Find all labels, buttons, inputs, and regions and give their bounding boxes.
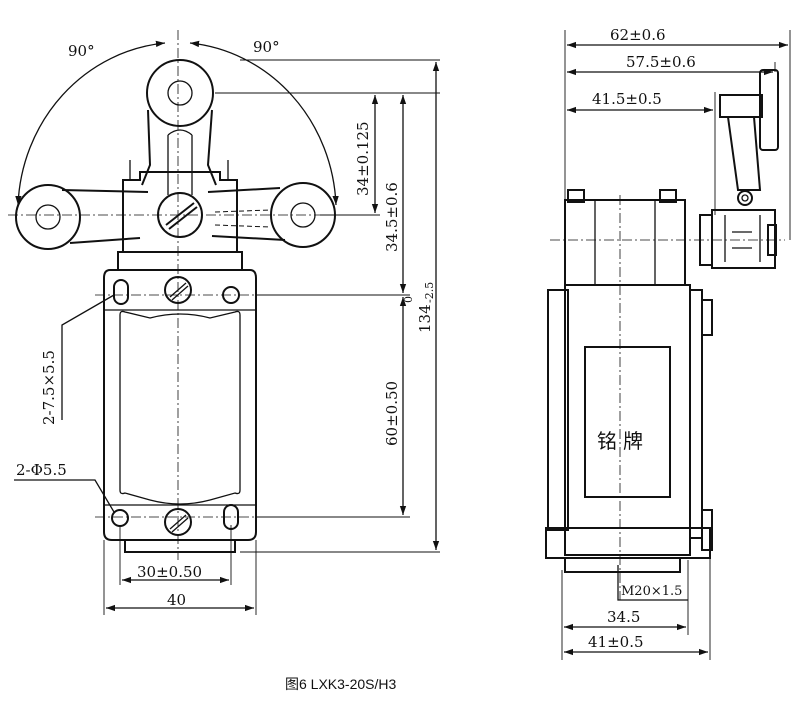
angle-right-label: 90° <box>253 38 280 56</box>
leader-round-holes <box>14 479 115 513</box>
swing-arc-left <box>15 40 166 206</box>
mount-slot-top-left <box>113 279 129 305</box>
dim-total-height-tol-lower: -2.5 <box>423 282 436 303</box>
thread-label: M20×1.5 <box>621 584 682 599</box>
dim-body-width-label: 40 <box>167 591 186 609</box>
dim-total-height-label: 134 <box>416 304 434 333</box>
right-arm <box>207 187 286 241</box>
dim-pivot-to-mount-label: 34.5±0.6 <box>383 182 401 252</box>
side-view: 铭牌 62±0.6 57.5±0.6 41.5±0.5 M20×1.5 34.5… <box>545 26 791 660</box>
side-head-block <box>564 199 686 286</box>
leader-thread <box>617 565 688 601</box>
left-roller <box>15 184 81 250</box>
neck <box>117 251 243 271</box>
side-head-screw-left <box>567 189 585 203</box>
dim-body-depth-label: 34.5 <box>607 608 640 626</box>
left-arm <box>61 189 149 244</box>
nameplate-label: 铭牌 <box>597 429 649 453</box>
switch-body <box>103 269 257 541</box>
dim-depth-with-flange-label: 41±0.5 <box>588 633 644 651</box>
round-holes-label: 2-Φ5.5 <box>16 461 67 479</box>
slot-holes-label: 2-7.5×5.5 <box>40 350 58 425</box>
top-roller <box>146 59 214 127</box>
cover-screw-top <box>164 276 192 304</box>
side-lever-assembly <box>699 69 779 269</box>
cover-screw-bottom <box>164 508 192 536</box>
top-arm-slot <box>167 129 193 195</box>
leader-slot-holes <box>61 294 115 420</box>
dim-to-pivot-label: 41.5±0.5 <box>592 90 662 108</box>
dim-total-height-tol-upper: 0 <box>402 296 415 303</box>
pivot-screw <box>157 192 203 238</box>
dim-to-roller-label: 57.5±0.6 <box>626 53 696 71</box>
angle-left-label: 90° <box>68 42 95 60</box>
side-body-right-flange <box>689 289 703 539</box>
side-body-left-flange <box>547 289 569 531</box>
side-thread-stub <box>564 557 681 573</box>
side-body-base <box>545 527 711 559</box>
side-head-screw-right <box>659 189 677 203</box>
top-arm <box>141 109 217 186</box>
dim-roller-arm-label: 34±0.125 <box>354 121 372 196</box>
dim-mount-vertical-label: 60±0.50 <box>383 381 401 446</box>
figure-caption: 图6 LXK3-20S/H3 <box>285 676 396 692</box>
mount-hole-bottom-left <box>111 509 129 527</box>
nameplate <box>584 346 671 498</box>
front-view: 90° 90° 34±0.125 34.5±0.6 60±0.50 134 0 … <box>8 30 440 615</box>
swing-arc-right <box>189 40 339 206</box>
right-arm-hidden <box>214 209 271 228</box>
conduit-stub <box>124 539 236 553</box>
dim-mount-horizontal-label: 30±0.50 <box>137 563 202 581</box>
dim-overall-width-label: 62±0.6 <box>610 26 666 44</box>
body-recess <box>119 310 241 505</box>
side-body <box>564 284 691 556</box>
